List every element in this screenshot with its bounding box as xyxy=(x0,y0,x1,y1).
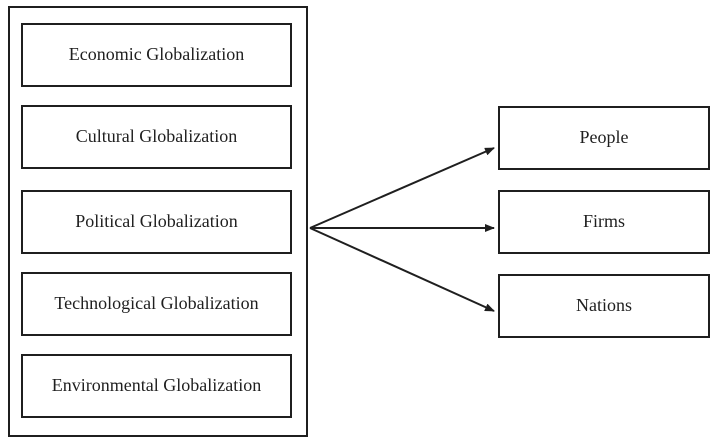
arrow-to-nations xyxy=(309,227,495,312)
box-technological-globalization: Technological Globalization xyxy=(21,272,292,336)
box-political-globalization-label: Political Globalization xyxy=(75,211,238,232)
box-firms-label: Firms xyxy=(582,211,625,232)
box-nations-label: Nations xyxy=(576,295,632,316)
arrow-to-people xyxy=(309,147,495,229)
box-technological-globalization-label: Technological Globalization xyxy=(54,293,259,314)
box-environmental-globalization-label: Environmental Globalization xyxy=(51,375,262,396)
box-people-label: People xyxy=(579,127,629,148)
box-nations: Nations xyxy=(498,274,710,338)
box-environmental-globalization: Environmental Globalization xyxy=(21,354,292,418)
box-cultural-globalization: Cultural Globalization xyxy=(21,105,292,169)
box-economic-globalization-label: Economic Globalization xyxy=(68,44,245,65)
box-economic-globalization: Economic Globalization xyxy=(21,23,292,87)
box-cultural-globalization-label: Cultural Globalization xyxy=(75,126,238,147)
globalization-group-box xyxy=(8,6,308,437)
box-people: People xyxy=(498,106,710,170)
box-political-globalization: Political Globalization xyxy=(21,190,292,254)
box-firms: Firms xyxy=(498,190,710,254)
